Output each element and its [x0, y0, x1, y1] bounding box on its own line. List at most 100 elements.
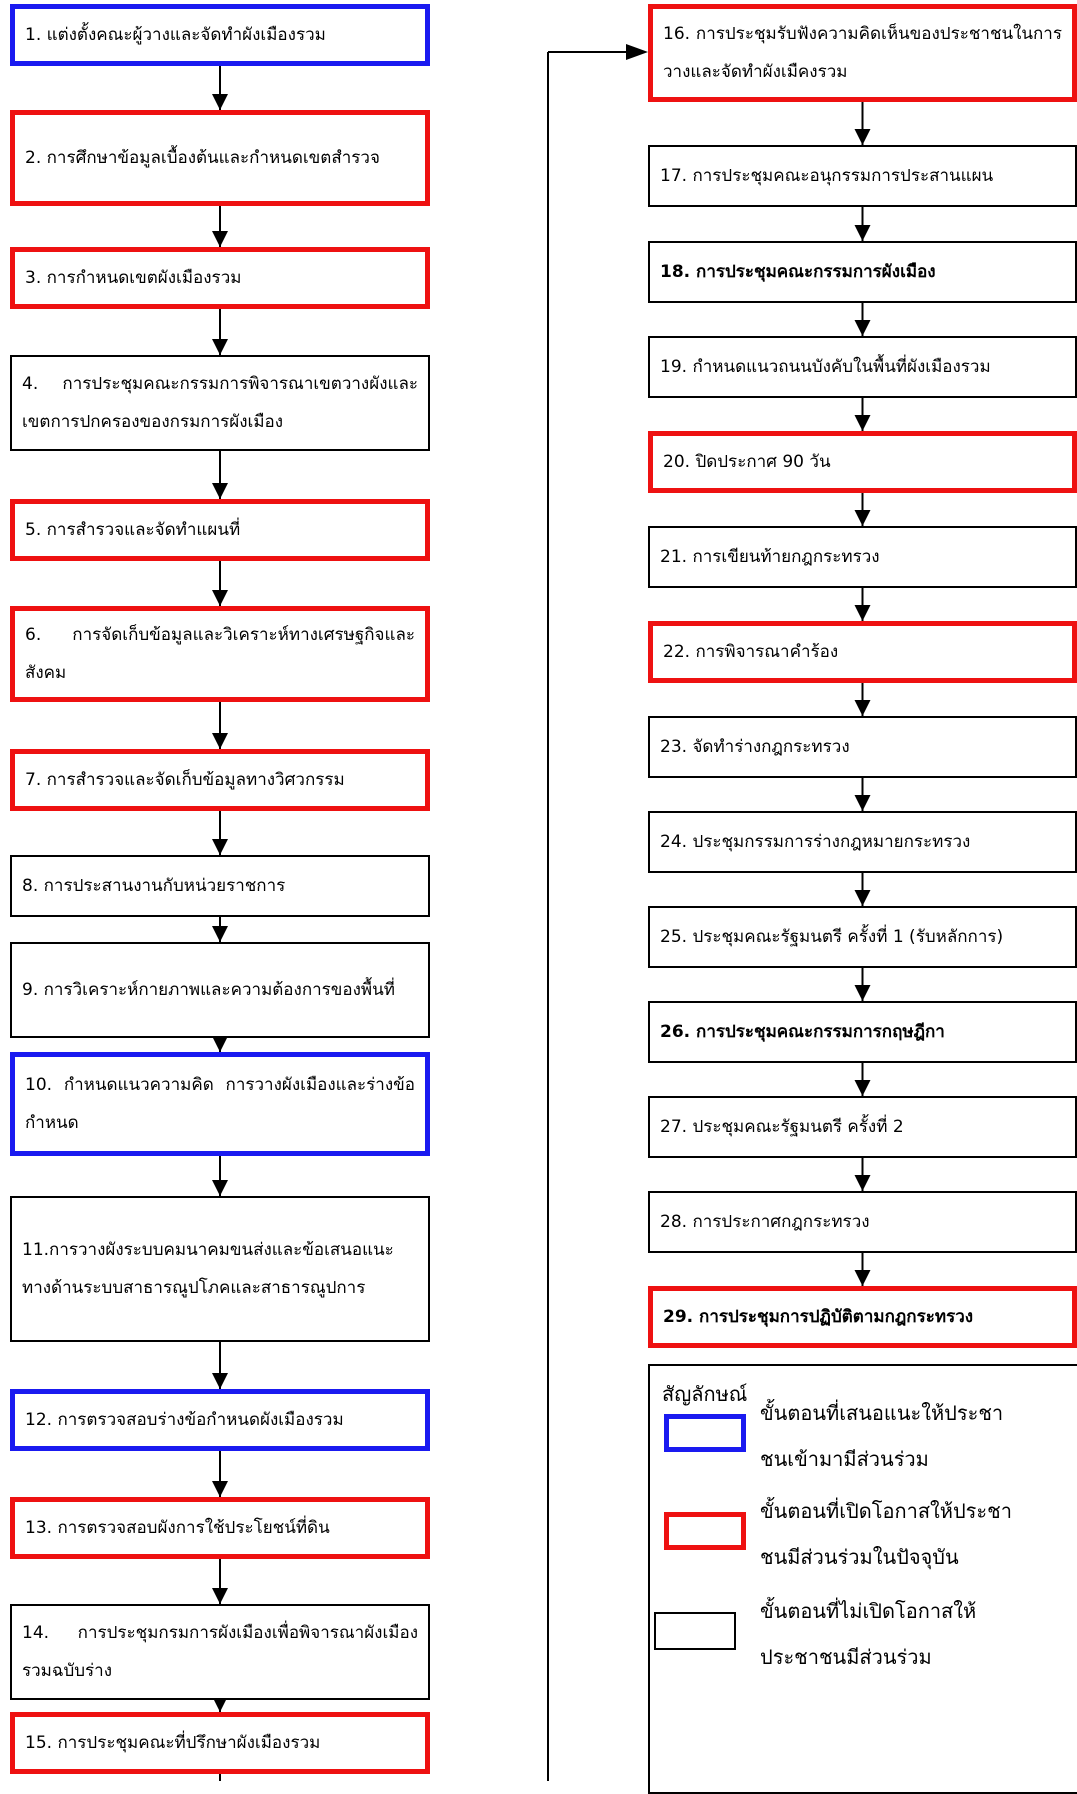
- step-23-label: 23. จัดทำร่างกฎกระทรวง: [660, 737, 850, 757]
- connector-arrow-13: [212, 1588, 228, 1604]
- connector-arrow-17: [854, 225, 871, 241]
- step-3-label: 3. การกำหนดเขตผังเมืองรวม: [25, 268, 242, 288]
- legend-red-label: ขั้นตอนที่เปิดโอกาสให้ประชาชนมีส่วนร่วมใ…: [760, 1488, 1060, 1580]
- connector-arrow-26: [854, 1080, 871, 1096]
- connector-arrow-19: [854, 415, 871, 431]
- step-4-box: 4. การประชุมคณะกรรมการพิจารณาเขตวางผังแล…: [10, 355, 430, 451]
- step-24-label: 24. ประชุมกรรมการร่างกฎหมายกระทรวง: [660, 832, 971, 852]
- connector-arrow-21: [854, 605, 871, 621]
- connector-arrow-28: [854, 1270, 871, 1286]
- step-6-label: 6. การจัดเก็บข้อมูลและวิเคราะห์ทางเศรษฐก…: [25, 625, 415, 683]
- step-21-label: 21. การเขียนท้ายกฎกระทรวง: [660, 547, 880, 567]
- connector-arrow-1: [212, 94, 228, 110]
- legend-line-1: ขั้นตอนที่ไม่เปิดโอกาสให้: [760, 1599, 977, 1623]
- step-29-label: 29. การประชุมการปฏิบัติตามกฎกระทรวง: [663, 1307, 974, 1327]
- connector-arrow-9: [212, 1036, 228, 1052]
- legend-title: สัญลักษณ์: [662, 1382, 748, 1406]
- legend-blue-label: ขั้นตอนที่เสนอแนะให้ประชาชนเข้ามามีส่วนร…: [760, 1390, 1060, 1482]
- step-10-label: 10. กำหนดแนวความคิด การวางผังเมืองและร่า…: [25, 1075, 415, 1133]
- step-28-label: 28. การประกาศกฎกระทรวง: [660, 1212, 870, 1232]
- step-4-label: 4. การประชุมคณะกรรมการพิจารณาเขตวางผังแล…: [22, 374, 418, 432]
- legend-line-2: ชนเข้ามามีส่วนร่วม: [760, 1447, 929, 1471]
- connector-arrow-11: [212, 1373, 228, 1389]
- step-17-box: 17. การประชุมคณะอนุกรรมการประสานแผน: [648, 145, 1077, 207]
- step-20-box: 20. ปิดประกาศ 90 วัน: [648, 431, 1077, 493]
- step-23-box: 23. จัดทำร่างกฎกระทรวง: [648, 716, 1077, 778]
- step-9-box: 9. การวิเคราะห์กายภาพและความต้องการของพื…: [10, 942, 430, 1038]
- step-8-box: 8. การประสานงานกับหน่วยราชการ: [10, 855, 430, 917]
- step-11-label: 11.การวางผังระบบคมนาคมขนส่งและข้อเสนอแนะ…: [22, 1240, 394, 1298]
- step-14-label: 14. การประชุมกรมการผังเมืองเพื่อพิจารณาผ…: [22, 1623, 418, 1681]
- step-9-label: 9. การวิเคราะห์กายภาพและความต้องการของพื…: [22, 980, 395, 1000]
- step-15-label: 15. การประชุมคณะที่ปรึกษาผังเมืองรวม: [25, 1733, 321, 1753]
- step-18-box: 18. การประชุมคณะกรรมการผังเมือง: [648, 241, 1077, 303]
- legend-line-2: ชนมีส่วนร่วมในปัจจุบัน: [760, 1545, 959, 1569]
- step-25-box: 25. ประชุมคณะรัฐมนตรี ครั้งที่ 1 (รับหลั…: [648, 906, 1077, 968]
- step-27-box: 27. ประชุมคณะรัฐมนตรี ครั้งที่ 2: [648, 1096, 1077, 1158]
- step-19-label: 19. กำหนดแนวถนนบังคับในพื้นที่ผังเมืองรว…: [660, 357, 991, 377]
- step-12-box: 12. การตรวจสอบร่างข้อกำหนดผังเมืองรวม: [10, 1389, 430, 1451]
- step-15-box: 15. การประชุมคณะที่ปรึกษาผังเมืองรวม: [10, 1712, 430, 1774]
- step-17-label: 17. การประชุมคณะอนุกรรมการประสานแผน: [660, 166, 994, 186]
- legend-black-label: ขั้นตอนที่ไม่เปิดโอกาสให้ประชาชนมีส่วนร่…: [760, 1588, 1060, 1680]
- step-1-label: 1. แต่งตั้งคณะผู้วางและจัดทำผังเมืองรวม: [25, 25, 326, 45]
- connector-arrow-10: [212, 1180, 228, 1196]
- step-20-label: 20. ปิดประกาศ 90 วัน: [663, 452, 831, 472]
- step-28-box: 28. การประกาศกฎกระทรวง: [648, 1191, 1077, 1253]
- legend-red-symbol: [664, 1512, 746, 1550]
- connector-arrow-8: [212, 926, 228, 942]
- connector-arrow-2: [212, 231, 228, 247]
- step-24-box: 24. ประชุมกรรมการร่างกฎหมายกระทรวง: [648, 811, 1077, 873]
- step-14-box: 14. การประชุมกรมการผังเมืองเพื่อพิจารณาผ…: [10, 1604, 430, 1700]
- step-29-box: 29. การประชุมการปฏิบัติตามกฎกระทรวง: [648, 1286, 1077, 1348]
- connector-arrow-18: [854, 320, 871, 336]
- step-16-box: 16. การประชุมรับฟังความคิดเห็นของประชาชน…: [648, 4, 1077, 102]
- step-16-label: 16. การประชุมรับฟังความคิดเห็นของประชาชน…: [663, 24, 1062, 82]
- step-2-label: 2. การศึกษาข้อมูลเบื้องต้นและกำหนดเขตสำร…: [25, 148, 380, 168]
- step-11-box: 11.การวางผังระบบคมนาคมขนส่งและข้อเสนอแนะ…: [10, 1196, 430, 1342]
- step-21-box: 21. การเขียนท้ายกฎกระทรวง: [648, 526, 1077, 588]
- step-6-box: 6. การจัดเก็บข้อมูลและวิเคราะห์ทางเศรษฐก…: [10, 606, 430, 702]
- legend-line-1: ขั้นตอนที่เปิดโอกาสให้ประชา: [760, 1499, 1012, 1523]
- step-7-box: 7. การสำรวจและจัดเก็บข้อมูลทางวิศวกรรม: [10, 749, 430, 811]
- step-25-label: 25. ประชุมคณะรัฐมนตรี ครั้งที่ 1 (รับหลั…: [660, 927, 1004, 947]
- step-1-box: 1. แต่งตั้งคณะผู้วางและจัดทำผังเมืองรวม: [10, 4, 430, 66]
- step-18-label: 18. การประชุมคณะกรรมการผังเมือง: [660, 262, 936, 282]
- connector-arrow-3: [212, 339, 228, 355]
- connector-arrow-24: [854, 890, 871, 906]
- connector-arrow-20: [854, 510, 871, 526]
- step-22-box: 22. การพิจารณาคำร้อง: [648, 621, 1077, 683]
- legend-blue-symbol: [664, 1414, 746, 1452]
- connector-arrow-23: [854, 795, 871, 811]
- connector-arrow-27: [854, 1175, 871, 1191]
- step-7-label: 7. การสำรวจและจัดเก็บข้อมูลทางวิศวกรรม: [25, 770, 345, 790]
- step-5-label: 5. การสำรวจและจัดทำแผนที่: [25, 520, 241, 540]
- legend-black-symbol: [654, 1612, 736, 1650]
- legend-line-2: ประชาชนมีส่วนร่วม: [760, 1645, 932, 1669]
- step-5-box: 5. การสำรวจและจัดทำแผนที่: [10, 499, 430, 561]
- connector-arrow-5: [212, 590, 228, 606]
- connector-arrow-25: [854, 985, 871, 1001]
- connector-arrow-12: [212, 1481, 228, 1497]
- connector-arrow-16: [854, 129, 871, 145]
- step-2-box: 2. การศึกษาข้อมูลเบื้องต้นและกำหนดเขตสำร…: [10, 110, 430, 206]
- step-26-label: 26. การประชุมคณะกรรมการกฤษฎีกา: [660, 1022, 945, 1042]
- step-26-box: 26. การประชุมคณะกรรมการกฤษฎีกา: [648, 1001, 1077, 1063]
- connector-arrow-6: [212, 733, 228, 749]
- connector-arrow-7: [212, 839, 228, 855]
- step-12-label: 12. การตรวจสอบร่างข้อกำหนดผังเมืองรวม: [25, 1410, 344, 1430]
- connector-arrow-22: [854, 700, 871, 716]
- step-13-box: 13. การตรวจสอบผังการใช้ประโยชน์ที่ดิน: [10, 1497, 430, 1559]
- legend-line-1: ขั้นตอนที่เสนอแนะให้ประชา: [760, 1401, 1004, 1425]
- connector-arrow-14: [212, 1696, 228, 1712]
- step-13-label: 13. การตรวจสอบผังการใช้ประโยชน์ที่ดิน: [25, 1518, 330, 1538]
- connector-arrow-15: [626, 44, 648, 60]
- step-19-box: 19. กำหนดแนวถนนบังคับในพื้นที่ผังเมืองรว…: [648, 336, 1077, 398]
- step-10-box: 10. กำหนดแนวความคิด การวางผังเมืองและร่า…: [10, 1052, 430, 1156]
- step-8-label: 8. การประสานงานกับหน่วยราชการ: [22, 876, 286, 896]
- connector-arrow-4: [212, 483, 228, 499]
- step-22-label: 22. การพิจารณาคำร้อง: [663, 642, 839, 662]
- step-3-box: 3. การกำหนดเขตผังเมืองรวม: [10, 247, 430, 309]
- step-27-label: 27. ประชุมคณะรัฐมนตรี ครั้งที่ 2: [660, 1117, 904, 1137]
